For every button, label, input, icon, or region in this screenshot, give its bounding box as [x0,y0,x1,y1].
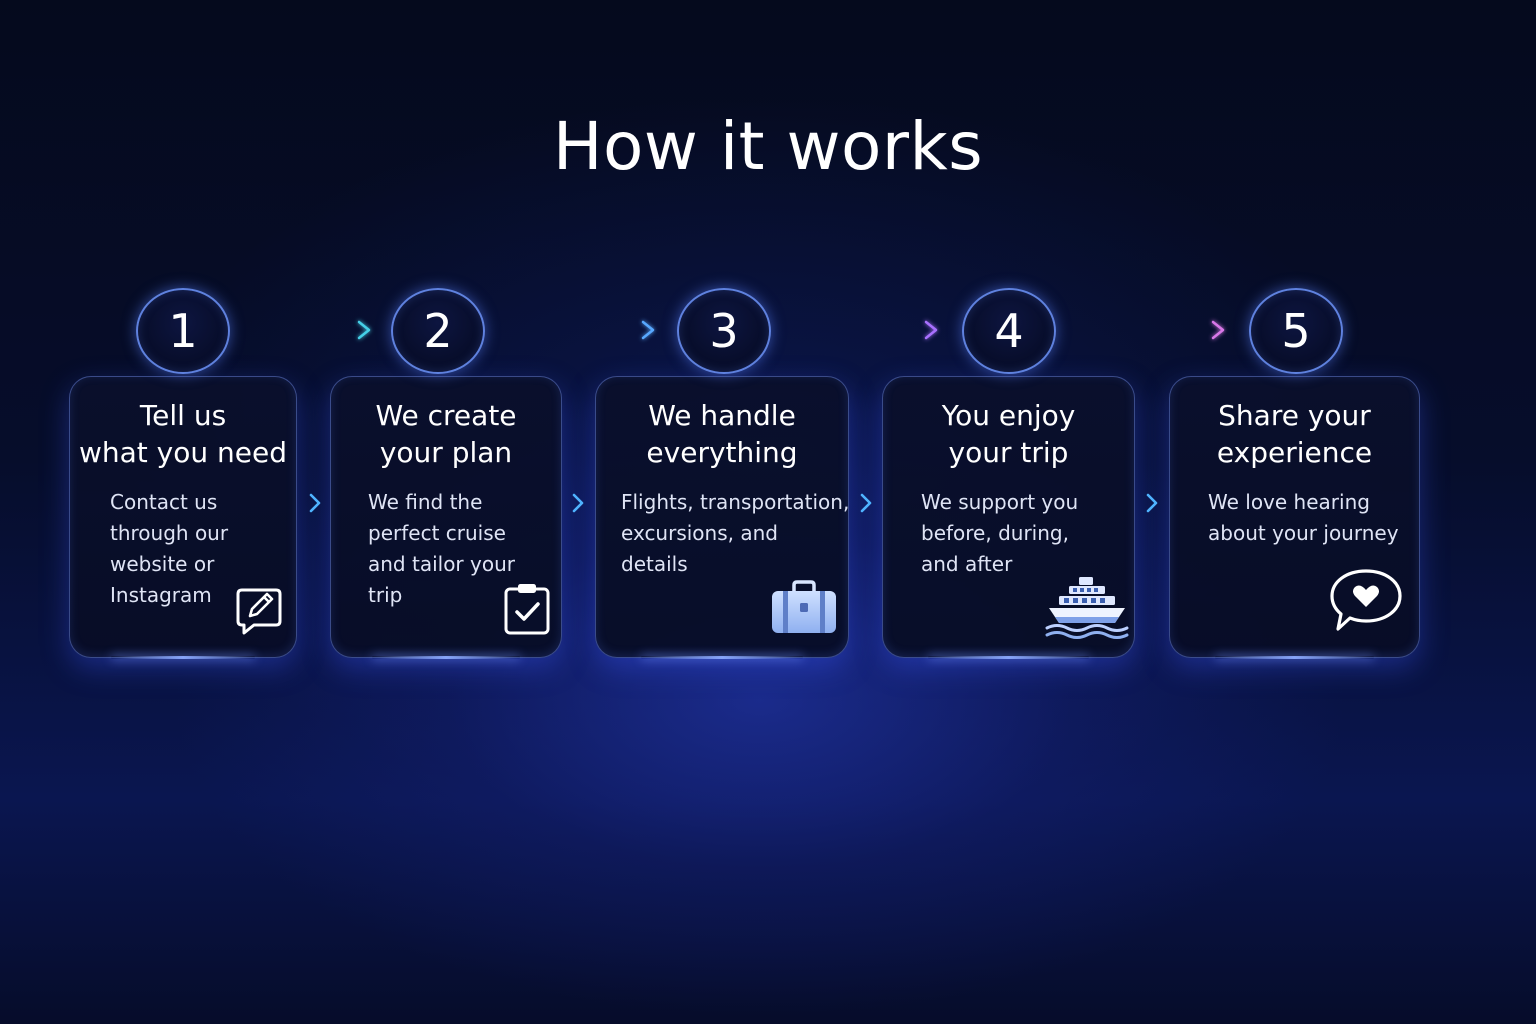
step-number-badge-3: 3 [677,288,771,374]
cruise-ship-icon [1045,577,1129,639]
chevron-right-icon [1146,493,1158,513]
edit-chat-icon [236,588,282,635]
arrow-right-icon [357,320,371,340]
step-title: Share your experience [1216,399,1373,469]
step-card-4: You enjoy your trip We support you befor… [882,376,1135,659]
step-number-badge-2: 2 [391,288,485,374]
arrow-right-icon [1211,320,1225,340]
step-card-1: Tell us what you need Contact us through… [69,376,297,659]
step-connectors [230,320,1482,340]
step-description: Flights, transportation, excursions, and… [621,490,850,576]
page-title: How it works [552,108,984,185]
step-card-5: Share your experience We love hearing ab… [1169,376,1420,659]
step-title: We handle everything [646,399,798,469]
step-number-badge-5: 5 [1249,288,1343,374]
step-card-3: We handle everything Flights, transporta… [595,376,850,659]
arrow-right-icon [924,320,938,340]
chevron-right-icon [860,493,872,513]
step-description: Contact us through our website or Instag… [110,490,229,607]
step-description: We find the perfect cruise and tailor yo… [368,490,515,607]
step-description: We support you before, during, and after [921,490,1079,576]
step-title: You enjoy your trip [941,399,1076,469]
step-title: Tell us what you need [78,399,287,469]
step-number-badge-1: 1 [136,288,230,374]
step-number-badge-4: 4 [962,288,1056,374]
heart-chat-icon [1330,569,1402,631]
suitcase-icon [772,580,836,633]
chevron-right-icon [572,493,584,513]
clipboard-check-icon [504,584,550,635]
step-description: We love hearing about your journey [1208,490,1399,545]
chevron-right-icon [309,493,321,513]
arrow-right-icon [641,320,655,340]
step-title: We create your plan [375,399,517,469]
step-card-2: We create your plan We find the perfect … [330,376,562,659]
